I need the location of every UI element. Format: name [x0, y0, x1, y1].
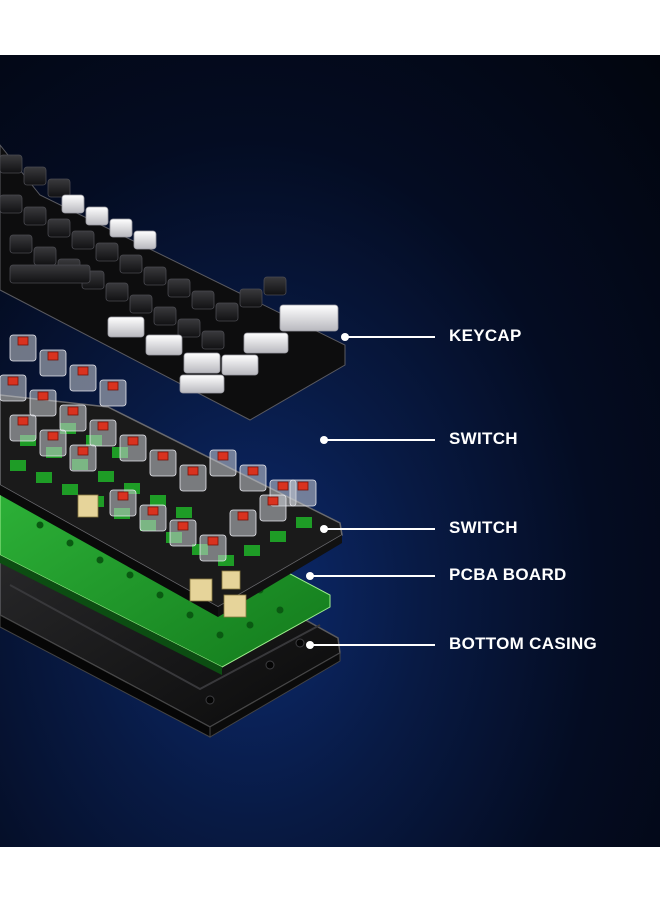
label-switch-plate: SWITCH	[449, 518, 518, 537]
label-switch: SWITCH	[449, 429, 518, 448]
leader-line	[345, 336, 435, 338]
leader-line	[325, 439, 435, 441]
label-bottom-casing: BOTTOM CASING	[449, 634, 598, 653]
keycap-layer	[0, 144, 346, 421]
leader-line	[325, 528, 435, 530]
keyboard-layers-illustration	[0, 144, 346, 738]
switch-grid	[0, 334, 317, 562]
anchor-dot	[306, 641, 314, 649]
leader-line	[310, 575, 435, 577]
anchor-dot	[320, 525, 328, 533]
anchor-dot	[320, 436, 328, 444]
anchor-dot	[341, 333, 349, 341]
leader-line	[310, 644, 435, 646]
label-keycap: KEYCAP	[449, 326, 522, 345]
label-pcba-board: PCBA BOARD	[449, 565, 567, 584]
anchor-dot	[306, 572, 314, 580]
switch-layer	[0, 334, 317, 562]
exploded-keyboard-diagram: KEYCAP SWITCH SWITCH PCBA BOARD BOTTOM C…	[0, 55, 660, 847]
